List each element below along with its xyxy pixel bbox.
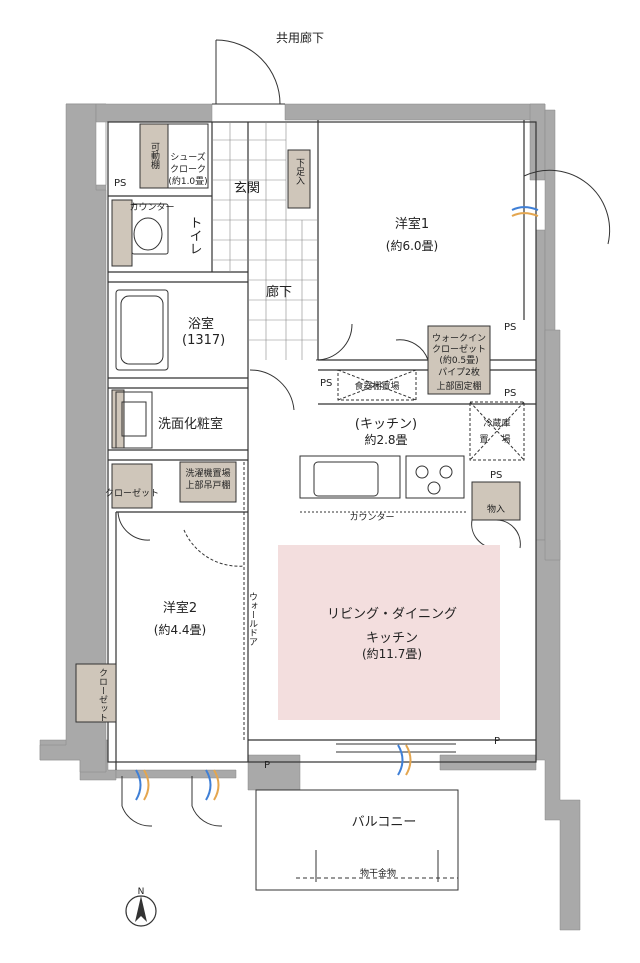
washroom-label: 洗面化粧室: [158, 416, 223, 432]
living-label-2: キッチン: [366, 631, 418, 646]
living-size-label: (約11.7畳): [362, 646, 422, 661]
bedroom2-size-label: (約4.4畳): [154, 622, 206, 637]
north-arrow-icon: N: [125, 887, 157, 927]
ps-label-3: PS: [320, 378, 332, 389]
walkin-label-1: ウォークイン: [432, 333, 486, 344]
bedroom2-label: 洋室2: [163, 600, 197, 616]
entrance-door: [212, 39, 285, 105]
bath-label: 浴室: [188, 316, 214, 332]
walkin-size-label: (約0.5畳): [439, 354, 478, 366]
toilet-counter-label: カウンター: [129, 202, 174, 213]
fridge-label-3: 場: [501, 433, 510, 445]
shoes-closet-label: クローク: [170, 164, 206, 175]
bedroom2-closet-label: クローゼット: [97, 668, 108, 722]
north-label: N: [138, 887, 145, 897]
movable-shelf-label: 可動棚: [149, 142, 160, 170]
balcony-label: バルコニー: [352, 815, 417, 830]
washer-label-1: 洗濯機置場: [185, 467, 230, 479]
pipe-label-1: パイプ2枚: [438, 366, 480, 378]
pipe-label-2: 上部固定棚: [436, 380, 481, 392]
p-label-2: P: [494, 736, 500, 747]
living-dining-area: [278, 545, 500, 720]
bedroom1-size-label: (約6.0畳): [386, 238, 438, 253]
living-label-1: リビング・ダイニング: [327, 607, 457, 622]
ps-label-5: PS: [490, 470, 502, 481]
wall-door-label: ウォールドア: [247, 592, 258, 646]
fixtures: [115, 169, 611, 891]
storage-areas: [75, 123, 521, 723]
outer-walls: [39, 103, 581, 931]
shoes-size-label: (約1.0畳): [168, 175, 207, 187]
fridge-label: 冷蔵庫: [483, 417, 510, 429]
p-label-1: P: [264, 760, 270, 771]
entrance-tiles: [212, 122, 318, 360]
window-accents: [135, 206, 539, 801]
fridge-label-2: 置: [479, 434, 488, 445]
bedroom1-label: 洋室1: [395, 216, 429, 232]
toilet-label: トイレ: [187, 216, 202, 255]
hall-label: 廊下: [266, 284, 292, 300]
room-labels: 共用廊下 PS 可動棚 シューズ クローク (約1.0畳) 下足入 玄関 カウン…: [97, 30, 516, 879]
walkin-label-2: クローゼット: [432, 343, 486, 355]
common-corridor-label: 共用廊下: [276, 30, 324, 45]
kitchen-counter-label: カウンター: [349, 512, 394, 523]
downstairs-storage-label: 下足入: [294, 158, 305, 185]
drying-label: 物干金物: [360, 867, 396, 879]
dish-shelf-label: 食器棚置場: [354, 380, 399, 392]
kitchen-label: (キッチン): [355, 417, 417, 432]
ps-label-1: PS: [114, 178, 126, 189]
interior-walls: [107, 120, 537, 770]
entrance-label: 玄関: [234, 181, 260, 196]
storage-label: 物入: [487, 503, 505, 515]
washer-label-2: 上部吊戸棚: [185, 479, 230, 491]
small-closet-label: クローゼット: [105, 487, 159, 499]
ps-label-4: PS: [504, 388, 516, 399]
shoes-label: シューズ: [170, 151, 206, 163]
kitchen-size-label: 約2.8畳: [364, 432, 407, 447]
ps-label-2: PS: [504, 322, 516, 333]
bath-size-label: (1317): [182, 333, 225, 348]
